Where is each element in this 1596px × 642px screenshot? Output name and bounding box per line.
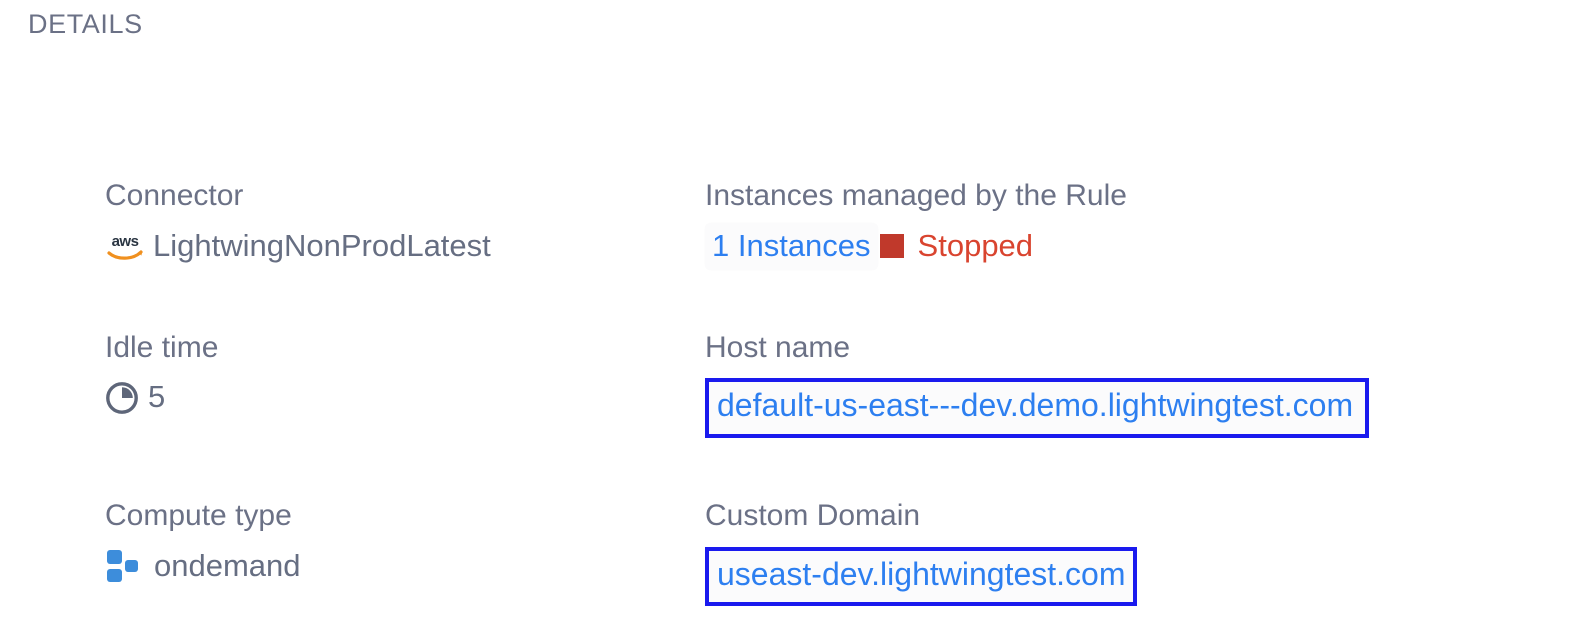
compute-squares-icon xyxy=(105,548,145,584)
compute-type-value-row: ondemand xyxy=(105,547,705,586)
details-row-3: Compute type ondemand Custom Domain usea… xyxy=(105,498,1575,607)
status-badge: Stopped xyxy=(879,228,1034,264)
custom-domain-label: Custom Domain xyxy=(705,499,921,533)
instances-count-link[interactable]: 1 Instances xyxy=(705,222,878,270)
idle-time-field: Idle time 5 xyxy=(105,330,705,417)
instances-label: Instances managed by the Rule xyxy=(705,179,1127,212)
svg-text:aws: aws xyxy=(112,233,139,250)
connector-value-row: aws LightwingNonProdLatest xyxy=(105,227,705,266)
connector-field: Connector aws LightwingNonProdLatest xyxy=(105,178,705,265)
page-title: DETAILS xyxy=(28,9,143,39)
idle-time-value-row: 5 xyxy=(105,378,705,417)
stopped-square-icon xyxy=(879,234,904,259)
connector-label: Connector xyxy=(105,179,244,212)
row-spacer xyxy=(105,438,1575,498)
row-spacer xyxy=(105,270,1575,330)
instances-value-row: 1 Instances Stopped xyxy=(705,222,1575,270)
compute-type-field: Compute type ondemand xyxy=(105,498,705,585)
custom-domain-value-link[interactable]: useast-dev.lightwingtest.com xyxy=(705,546,1138,607)
details-row-1: Connector aws LightwingNonProdLatest Ins… xyxy=(105,178,1575,270)
host-name-value-link[interactable]: default-us-east---dev.demo.lightwingtest… xyxy=(705,378,1370,439)
custom-domain-field: Custom Domain useast-dev.lightwingtest.c… xyxy=(705,498,1575,607)
details-grid: Connector aws LightwingNonProdLatest Ins… xyxy=(105,178,1575,607)
clock-icon xyxy=(105,381,139,415)
compute-type-value-text: ondemand xyxy=(154,547,301,583)
compute-type-label: Compute type xyxy=(105,499,292,533)
status-text: Stopped xyxy=(917,228,1034,264)
idle-time-label: Idle time xyxy=(105,330,219,364)
connector-value-text: LightwingNonProdLatest xyxy=(153,227,491,263)
aws-logo-icon: aws xyxy=(105,229,145,262)
idle-time-value-text: 5 xyxy=(148,379,166,415)
host-name-field: Host name default-us-east---dev.demo.lig… xyxy=(705,330,1575,439)
instances-field: Instances managed by the Rule 1 Instance… xyxy=(705,178,1575,270)
host-name-label: Host name xyxy=(705,330,851,364)
details-row-2: Idle time 5 Host name default-us-east---… xyxy=(105,330,1575,439)
